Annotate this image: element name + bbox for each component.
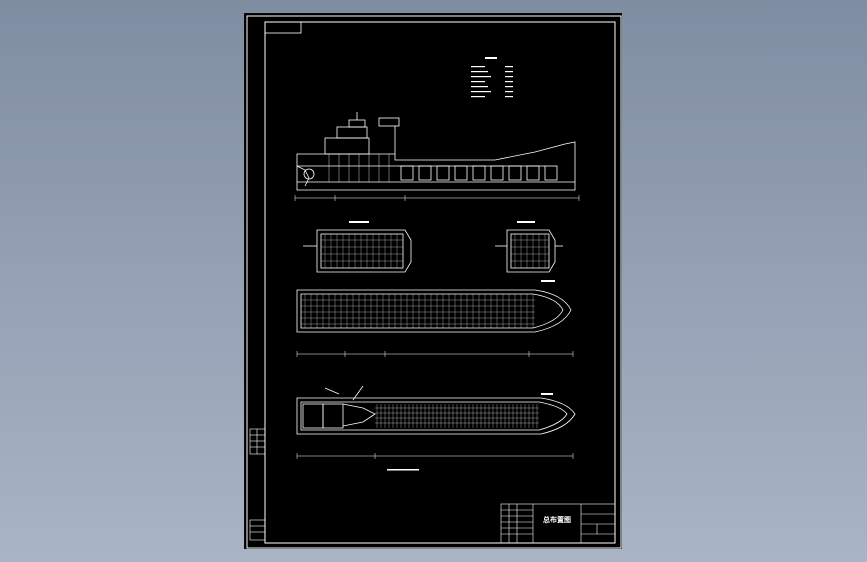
hold-plan — [296, 385, 576, 435]
main-deck-plan — [296, 280, 572, 333]
profile-view — [296, 112, 576, 191]
hold-plan-dimensions — [296, 453, 574, 459]
title-block-title: 总布置图 — [543, 515, 571, 524]
scale-note — [387, 469, 419, 471]
drawing-number-box — [264, 21, 302, 34]
drawing-sheet: 总布置图 — [244, 13, 622, 549]
title-block — [500, 503, 616, 544]
inner-frame — [264, 21, 616, 544]
forecastle-plan — [495, 221, 563, 273]
main-deck-dimensions — [296, 351, 574, 357]
general-arrangement-drawing: 总布置图 — [246, 15, 622, 549]
profile-dimensions — [294, 195, 580, 201]
upper-deck-plan — [303, 221, 412, 273]
principal-particulars — [471, 57, 513, 98]
left-margin-stamps — [249, 428, 266, 541]
outer-frame — [246, 15, 622, 549]
